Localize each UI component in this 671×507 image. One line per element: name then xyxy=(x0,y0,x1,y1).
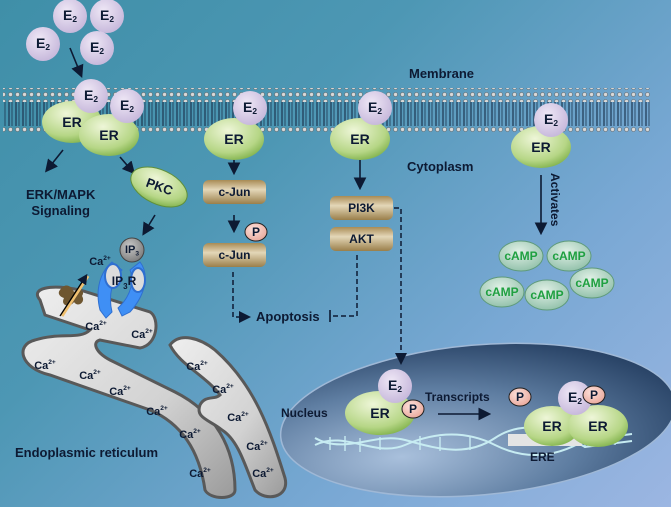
e2-label: E2 xyxy=(90,39,104,57)
calcium-ion: Ca2+ xyxy=(212,383,234,396)
estradiol-e2: E2 xyxy=(80,31,114,65)
camp-label: cAMP xyxy=(530,288,563,302)
camp: cAMP xyxy=(569,267,615,299)
ip3-receptor xyxy=(97,261,146,319)
calcium-ion: Ca2+ xyxy=(186,360,208,373)
er-label: ER xyxy=(99,127,118,143)
transcripts-label: Transcripts xyxy=(425,390,490,404)
erk-mapk-label: ERK/MAPK Signaling xyxy=(26,187,95,219)
estradiol-e2: E2 xyxy=(26,27,60,61)
camp: cAMP xyxy=(498,240,544,272)
phospho-cjun-box: c-Jun xyxy=(203,243,266,267)
estradiol-e2: E2 xyxy=(90,0,124,33)
cjun-box: c-Jun xyxy=(203,180,266,204)
camp-label: cAMP xyxy=(485,285,518,299)
ere-label: ERE xyxy=(530,450,555,464)
estradiol-e2: E2 xyxy=(378,369,412,403)
camp: cAMP xyxy=(479,276,525,308)
akt-box-label: AKT xyxy=(349,232,374,246)
estradiol-e2: E2 xyxy=(558,381,592,415)
er-label: ER xyxy=(350,131,369,147)
camp-label: cAMP xyxy=(575,276,608,290)
er-receptor: ER xyxy=(568,405,628,447)
endoplasmic-reticulum xyxy=(21,285,288,499)
calcium-ion: Ca2+ xyxy=(146,405,168,418)
erk-mapk-line2: Signaling xyxy=(31,203,90,218)
er-receptor: ER xyxy=(204,118,264,160)
cytoplasm-label: Cytoplasm xyxy=(407,159,474,174)
e2-label: E2 xyxy=(568,389,582,407)
er-receptor: ER xyxy=(79,114,139,156)
calcium-ion: Ca2+ xyxy=(109,385,131,398)
calcium-channel xyxy=(58,273,90,317)
calcium-ion: Ca2+ xyxy=(34,359,56,372)
ip3-molecule xyxy=(119,237,145,263)
p-label: P xyxy=(590,388,598,402)
camp-label: cAMP xyxy=(504,249,537,263)
e2-label: E2 xyxy=(120,97,134,115)
e2-label: E2 xyxy=(63,7,77,25)
calcium-ion: Ca2+ xyxy=(227,411,249,424)
er-label: ER xyxy=(542,418,561,434)
er-receptor: ER xyxy=(524,406,580,446)
er-label: ER xyxy=(62,114,81,130)
pi3k-box: PI3K xyxy=(330,196,393,220)
phosphate-p: P xyxy=(582,385,606,405)
camp: cAMP xyxy=(546,240,592,272)
pkc: PKC xyxy=(130,166,188,208)
e2-label: E2 xyxy=(243,99,257,117)
phosphate-p: P xyxy=(244,222,268,242)
er-organelle-label: Endoplasmic reticulum xyxy=(15,445,159,460)
erk-mapk-line1: ERK/MAPK xyxy=(26,187,96,202)
apoptosis-label: Apoptosis xyxy=(256,309,320,324)
calcium-ion: Ca2+ xyxy=(85,320,107,333)
calcium-ion: Ca2+ xyxy=(179,428,201,441)
er-label: ER xyxy=(588,418,607,434)
calcium-ion: Ca2+ xyxy=(131,328,153,341)
calcium-ion: Ca2+ xyxy=(79,369,101,382)
dashed-arrows xyxy=(232,207,407,365)
phosphate-p: P xyxy=(401,399,425,419)
e2-label: E2 xyxy=(388,377,402,395)
activates-label: Activates xyxy=(548,173,562,227)
cjun-box-label: c-Jun xyxy=(218,185,250,199)
calcium-ion: Ca2+ xyxy=(89,255,111,268)
calcium-ion: Ca2+ xyxy=(246,440,268,453)
estradiol-e2: E2 xyxy=(358,91,392,125)
er-label: ER xyxy=(531,139,550,155)
phospho-cjun-box-label: c-Jun xyxy=(218,248,250,262)
calcium-ion: Ca2+ xyxy=(189,467,211,480)
estradiol-e2: E2 xyxy=(110,89,144,123)
phosphate-p: P xyxy=(508,387,532,407)
arrows xyxy=(45,47,548,421)
estradiol-e2: E2 xyxy=(534,103,568,137)
er-label: ER xyxy=(224,131,243,147)
pi3k-box-label: PI3K xyxy=(348,201,375,215)
ip3-label: IP3 xyxy=(125,244,139,257)
ip3r-label: IP3R xyxy=(112,274,137,291)
e2-label: E2 xyxy=(544,111,558,129)
p-label: P xyxy=(252,225,260,239)
er-label: ER xyxy=(370,405,389,421)
camp-label: cAMP xyxy=(552,249,585,263)
p-label: P xyxy=(409,402,417,416)
akt-box: AKT xyxy=(330,227,393,251)
estradiol-e2: E2 xyxy=(233,91,267,125)
nucleus-label: Nucleus xyxy=(281,406,328,420)
estradiol-e2: E2 xyxy=(53,0,87,33)
membrane-label: Membrane xyxy=(409,66,475,81)
e2-label: E2 xyxy=(368,99,382,117)
er-receptor: ER xyxy=(511,126,571,168)
camp: cAMP xyxy=(524,279,570,311)
er-receptor: ER xyxy=(330,118,390,160)
calcium-ion: Ca2+ xyxy=(252,467,274,480)
e2-label: E2 xyxy=(100,7,114,25)
p-label: P xyxy=(516,390,524,404)
e2-label: E2 xyxy=(36,35,50,53)
e2-label: E2 xyxy=(84,87,98,105)
estradiol-e2: E2 xyxy=(74,79,108,113)
